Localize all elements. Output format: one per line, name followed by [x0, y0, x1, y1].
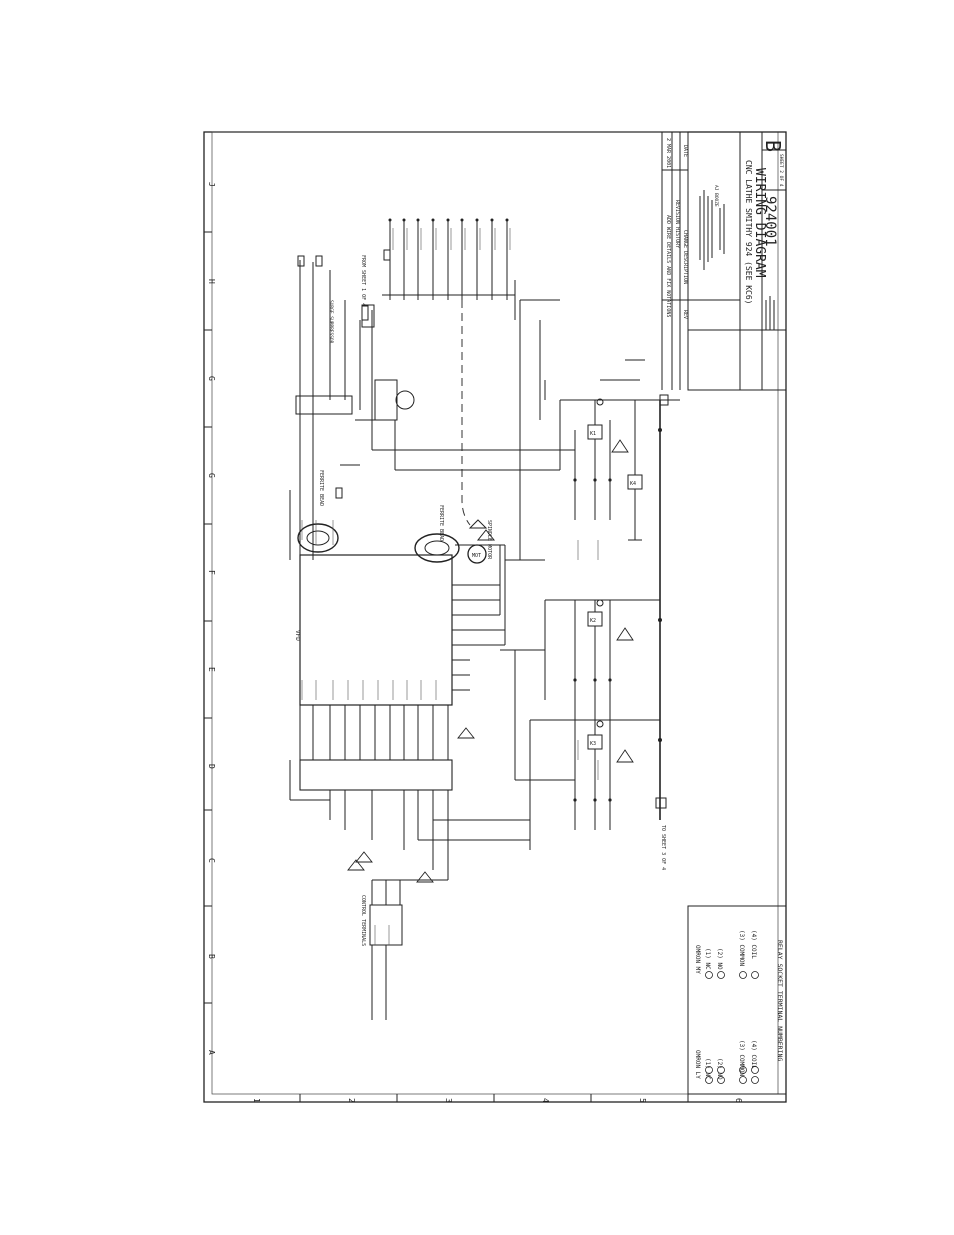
zone-label-e: E [207, 667, 216, 672]
control-io-block [289, 759, 453, 870]
bus-junctions [658, 428, 662, 742]
title-block: REVISION HISTORY ADD WIRE DETAILS AND FI… [661, 131, 787, 391]
revision-letter: B [761, 140, 785, 152]
zone-label-b: B [207, 954, 216, 959]
relay-k3-label: K3 [590, 741, 596, 747]
ferrite-bead-motor: FERRITE BEAD [414, 505, 460, 563]
output-bus-terminals [388, 218, 509, 222]
to-sheet-label: TO SHEET 3 OF 4 [660, 825, 666, 870]
legend-right-coil: (4) COIL [750, 930, 757, 959]
zone-label-6: 6 [734, 1098, 743, 1103]
relay-k4: K4 [627, 400, 643, 541]
output-bus [382, 220, 560, 320]
vfd-block: VFD [294, 544, 506, 760]
title-line-1: CNC LATHE SMITHY 924 (SEE KC6) [744, 160, 753, 305]
from-sheet-label: FROM SHEET 1 OF 4 [360, 255, 366, 306]
right-output-connectors [600, 359, 680, 406]
ferrite-bead-2-label: FERRITE BEAD [438, 505, 444, 541]
col-zone-ticks [299, 1094, 689, 1102]
legend-right-heading: OMRON MY [694, 945, 701, 974]
legend-left-common: (3) COMMON [738, 1040, 745, 1077]
ferrite-bead-power: FERRITE BEAD [297, 470, 339, 553]
drawn-by: AJ BOOZE [713, 185, 719, 207]
legend-right-nc: (1) NC [704, 948, 711, 970]
top-terminal-stubs [297, 249, 391, 499]
col-zone-labels: 1 2 3 4 5 6 [252, 1098, 743, 1103]
relay-k1: K1 [559, 398, 660, 520]
zone-label-h: H [207, 279, 216, 284]
relay-k4-label: K4 [630, 481, 636, 487]
zone-label-a: A [207, 1050, 216, 1055]
zone-label-d: D [207, 764, 216, 769]
zone-label-c: C [207, 858, 216, 863]
relay-k3: K3 [529, 719, 660, 850]
title-line-2: WIRING DIAGRAM [752, 168, 767, 278]
surge-suppressor-label: SURGE SUPPRESSOR [328, 300, 334, 344]
legend-left-no: (2) NO [716, 1058, 723, 1080]
legend-left-heading: OMRON LY [694, 1050, 701, 1079]
surge-suppressor: SURGE SUPPRESSOR [328, 300, 334, 344]
shield-dashed-line [461, 300, 471, 526]
spindle-motor: MOT SPINDLE MOTOR [467, 519, 496, 564]
vfd-label: VFD [294, 630, 301, 641]
rev-date: 2 MAR 2001 [665, 138, 671, 168]
legend-terminal-circles [705, 971, 759, 1084]
relay-legend: RELAY SOCKET TERMINAL NUMBERING OMRON LY… [687, 905, 787, 1095]
row-zone-ticks [204, 231, 212, 1004]
inner-border [211, 131, 779, 1095]
terminal-strip-label: CONTROL TERMINALS [360, 895, 366, 946]
zone-label-2: 2 [347, 1098, 356, 1103]
legend-right-no: (2) NO [716, 948, 723, 970]
row-zone-labels: J H G G F E D C B A [207, 182, 216, 1055]
warning-triangles [347, 439, 634, 883]
date-col-header: DATE [682, 145, 688, 157]
zone-label-1: 1 [252, 1098, 261, 1103]
ferrite-bead-1-label: FERRITE BEAD [318, 470, 324, 506]
to-sheet-connector: TO SHEET 3 OF 4 [655, 797, 667, 870]
sheet-number: SHEET 2 OF 4 [778, 154, 784, 187]
relay-k1-label: K1 [590, 431, 596, 437]
legend-left-nc: (1) NC [704, 1058, 711, 1080]
from-sheet-connector: FROM SHEET 1 OF 4 [360, 255, 375, 328]
zone-label-g: G [207, 376, 216, 381]
relay-k2: K2 [544, 599, 660, 720]
drawing-number: 924001 [762, 196, 778, 247]
desc-col-header: CHANGE DESCRIPTION [682, 230, 688, 284]
zone-label-g2: G [207, 473, 216, 478]
relay-legend-title: RELAY SOCKET TERMINAL NUMBERING [776, 940, 784, 1061]
zone-label-4: 4 [541, 1098, 550, 1103]
wire-number-annotations [301, 228, 599, 945]
revision-history-label: REVISION HISTORY [674, 200, 680, 248]
relay-cross-wiring [372, 300, 575, 841]
zone-label-5: 5 [638, 1098, 647, 1103]
relay-k2-label: K2 [590, 618, 596, 624]
control-terminal-strip: CONTROL TERMINALS [360, 830, 449, 1020]
rev-col-header: REV [682, 310, 688, 319]
zone-label-j: J [207, 182, 216, 187]
power-entry-wiring [289, 260, 415, 560]
zone-label-3: 3 [444, 1098, 453, 1103]
legend-left-coil: (4) COIL [750, 1040, 757, 1069]
legend-right-common: (3) COMMON [738, 930, 745, 967]
spindle-motor-mark: MOT [472, 553, 481, 559]
zone-label-f: F [207, 570, 216, 575]
rev-description: ADD WIRE DETAILS AND FIX NOTATIONS [665, 215, 671, 317]
